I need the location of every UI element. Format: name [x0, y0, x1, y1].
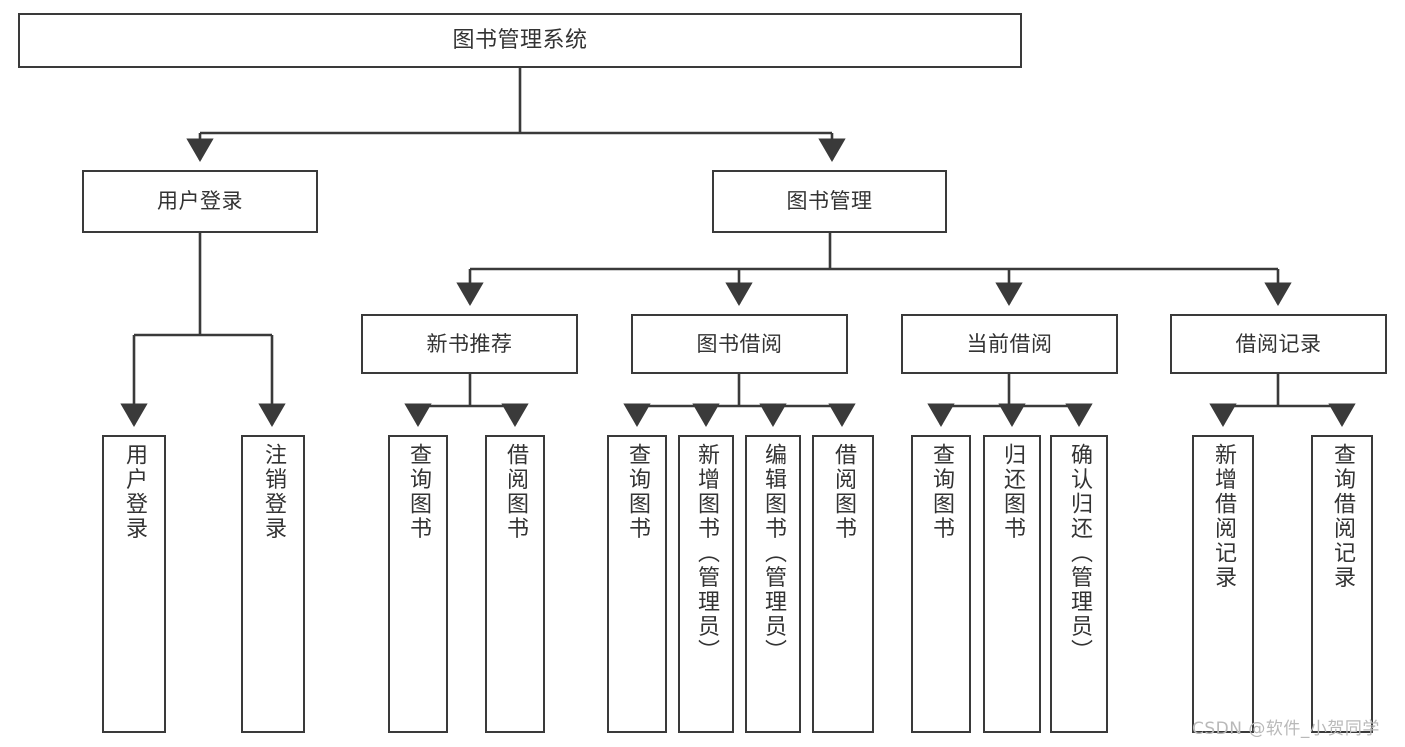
node-root[interactable]: 图书管理系统 [18, 13, 1022, 68]
csdn-watermark: CSDN @软件_小贺同学 [1192, 719, 1380, 739]
node-leaf13[interactable]: 查询借阅记录 [1311, 435, 1373, 733]
node-records[interactable]: 借阅记录 [1170, 314, 1387, 374]
node-label: 借阅记录 [1235, 331, 1322, 356]
node-label: 借阅图书 [831, 443, 856, 541]
node-label: 图书管理系统 [452, 27, 588, 53]
node-label: 注销登录 [261, 443, 286, 541]
node-label: 查询图书 [625, 443, 650, 541]
node-leaf7[interactable]: 编辑图书（管理员） [745, 435, 801, 733]
node-borrow[interactable]: 图书借阅 [631, 314, 848, 374]
node-bookmgmt[interactable]: 图书管理 [712, 170, 947, 233]
node-label: 归还图书 [1000, 443, 1025, 541]
node-label: 用户登录 [157, 189, 243, 214]
node-leaf11[interactable]: 确认归还（管理员） [1050, 435, 1108, 733]
node-label: 查询图书 [406, 443, 431, 541]
node-leaf9[interactable]: 查询图书 [911, 435, 971, 733]
node-label: 编辑图书（管理员） [761, 443, 786, 664]
node-leaf6[interactable]: 新增图书（管理员） [678, 435, 734, 733]
node-leaf8[interactable]: 借阅图书 [812, 435, 874, 733]
node-label: 用户登录 [122, 443, 147, 541]
node-label: 借阅图书 [503, 443, 528, 541]
node-leaf12[interactable]: 新增借阅记录 [1192, 435, 1254, 733]
node-leaf2[interactable]: 注销登录 [241, 435, 305, 733]
node-login[interactable]: 用户登录 [82, 170, 318, 233]
node-label: 图书管理 [786, 189, 873, 214]
node-label: 新书推荐 [426, 331, 513, 356]
node-label: 当前借阅 [966, 331, 1053, 356]
node-label: 图书借阅 [696, 331, 783, 356]
node-label: 新增借阅记录 [1211, 443, 1236, 590]
node-label: 查询借阅记录 [1330, 443, 1355, 590]
node-leaf4[interactable]: 借阅图书 [485, 435, 545, 733]
node-leaf10[interactable]: 归还图书 [983, 435, 1041, 733]
node-leaf3[interactable]: 查询图书 [388, 435, 448, 733]
node-current[interactable]: 当前借阅 [901, 314, 1118, 374]
node-leaf5[interactable]: 查询图书 [607, 435, 667, 733]
node-label: 新增图书（管理员） [694, 443, 719, 664]
node-newbook[interactable]: 新书推荐 [361, 314, 578, 374]
node-label: 确认归还（管理员） [1067, 443, 1092, 664]
node-leaf1[interactable]: 用户登录 [102, 435, 166, 733]
node-label: 查询图书 [929, 443, 954, 541]
